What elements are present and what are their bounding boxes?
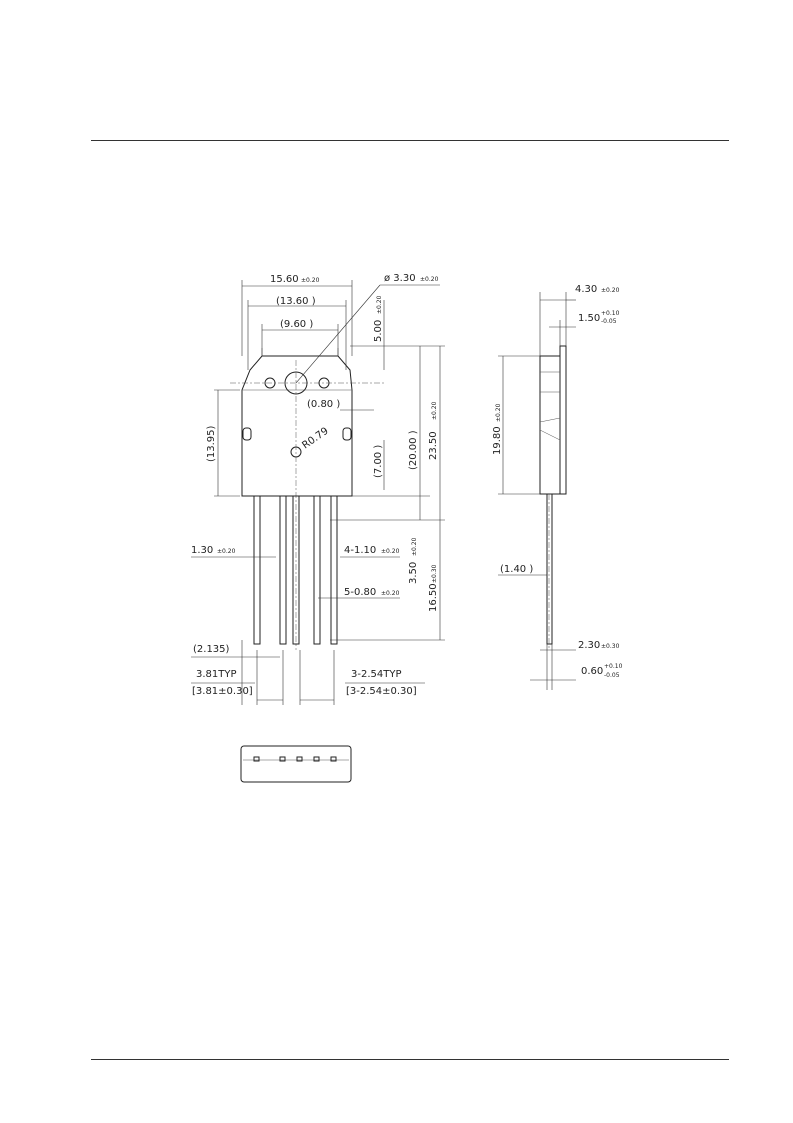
lead-thickness-tol-minus: -0.05 [604, 672, 620, 679]
tab-thickness-tol-plus: +0.10 [601, 310, 620, 317]
body-height-ref-label: (20.00 ) [408, 430, 419, 470]
hole-dia-label: ø 3.30 [384, 273, 416, 284]
side-tab-outline [559, 345, 567, 495]
tab-thickness-label: 1.50 [578, 313, 600, 324]
side-lead-offset-label: (1.40 ) [500, 564, 533, 575]
lead-width-5-tol: ±0.20 [381, 590, 400, 597]
pitch-b-label: 3-2.54TYP [351, 669, 401, 680]
hole-offset-label: (0.80 ) [307, 399, 340, 410]
front-dimension-labels: 15.60 ±0.20 (13.60 ) (9.60 ) ø 3.30 ±0.2… [191, 273, 439, 697]
lead-offset-tol: ±0.30 [601, 643, 620, 650]
front-leads [253, 495, 338, 645]
tab-height-label: 5.00 [373, 320, 384, 342]
width-top-label: 15.60 [270, 274, 299, 285]
front-body-outline [241, 355, 353, 497]
bottom-body-outline [240, 745, 352, 783]
width-top-tol: ±0.20 [301, 277, 320, 284]
lead-width-4-tol: ±0.20 [381, 548, 400, 555]
stub-length-label: 3.50 [408, 562, 419, 584]
thickness-tol: ±0.20 [601, 287, 620, 294]
left-height-label: (13.95) [206, 425, 217, 462]
body-height-label: 23.50 [428, 431, 439, 460]
bottom-view [240, 745, 352, 783]
side-dimension-labels: 4.30 ±0.20 1.50 +0.10 -0.05 19.80 ±0.20 … [492, 284, 623, 679]
front-view [230, 348, 385, 650]
tab-thickness-tol-minus: -0.05 [601, 318, 617, 325]
lead-length-label: 16.50 [428, 583, 439, 612]
side-view [539, 345, 567, 650]
lead-thickness-tol-plus: +0.10 [604, 663, 623, 670]
thickness-label: 4.30 [575, 284, 597, 295]
lead-offset-label: 2.30 [578, 640, 600, 651]
side-height-label: 19.80 [492, 426, 503, 455]
front-dimension-lines [191, 280, 445, 705]
side-height-tol: ±0.20 [495, 403, 502, 422]
side-dimension-lines [498, 292, 576, 690]
left-notch [242, 427, 252, 441]
lower-ref-label: (7.00 ) [373, 445, 384, 478]
hole-dia-tol: ±0.20 [420, 276, 439, 283]
right-notch [342, 427, 352, 441]
pitch-a-tol-label: [3.81±0.30] [192, 686, 253, 697]
lead-width-4-label: 4-1.10 [344, 545, 376, 556]
body-height-tol: ±0.20 [431, 401, 438, 420]
lead-width-5-label: 5-0.80 [344, 587, 376, 598]
lead-width-1-tol: ±0.20 [217, 548, 236, 555]
pitch-b-tol-label: [3-2.54±0.30] [346, 686, 417, 697]
bottom-rule [91, 1059, 729, 1060]
side-lead [546, 493, 553, 645]
edge-offset-label: (2.135) [193, 644, 230, 655]
lead-thickness-label: 0.60 [581, 666, 603, 677]
width-inner-label: (9.60 ) [280, 319, 313, 330]
lead-length-tol: ±0.30 [431, 564, 438, 583]
top-rule [91, 140, 729, 141]
side-body-outline [539, 355, 561, 495]
lead-width-1-label: 1.30 [191, 545, 213, 556]
tab-height-tol: ±0.20 [376, 295, 383, 314]
stub-length-tol: ±0.20 [411, 537, 418, 556]
radius-label: R0.79 [300, 426, 330, 452]
pitch-a-label: 3.81TYP [196, 669, 237, 680]
width-mid-label: (13.60 ) [276, 296, 316, 307]
